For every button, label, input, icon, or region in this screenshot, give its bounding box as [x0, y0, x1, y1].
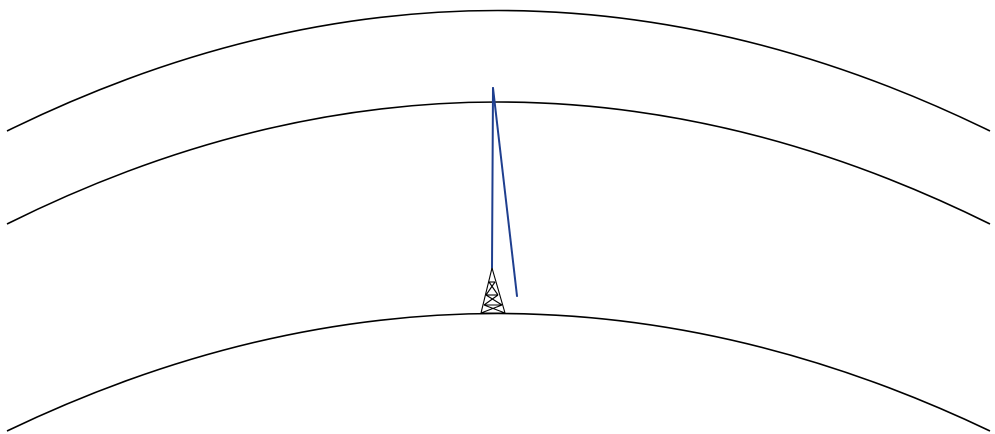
reflecting-layer-arc: [6, 101, 991, 225]
ground-surface-arc: [6, 312, 991, 432]
reflected-signal-line: [492, 87, 518, 297]
upper-boundary-arc: [6, 9, 991, 132]
incident-signal-line: [491, 87, 494, 269]
radio-tower-icon: [480, 267, 506, 314]
